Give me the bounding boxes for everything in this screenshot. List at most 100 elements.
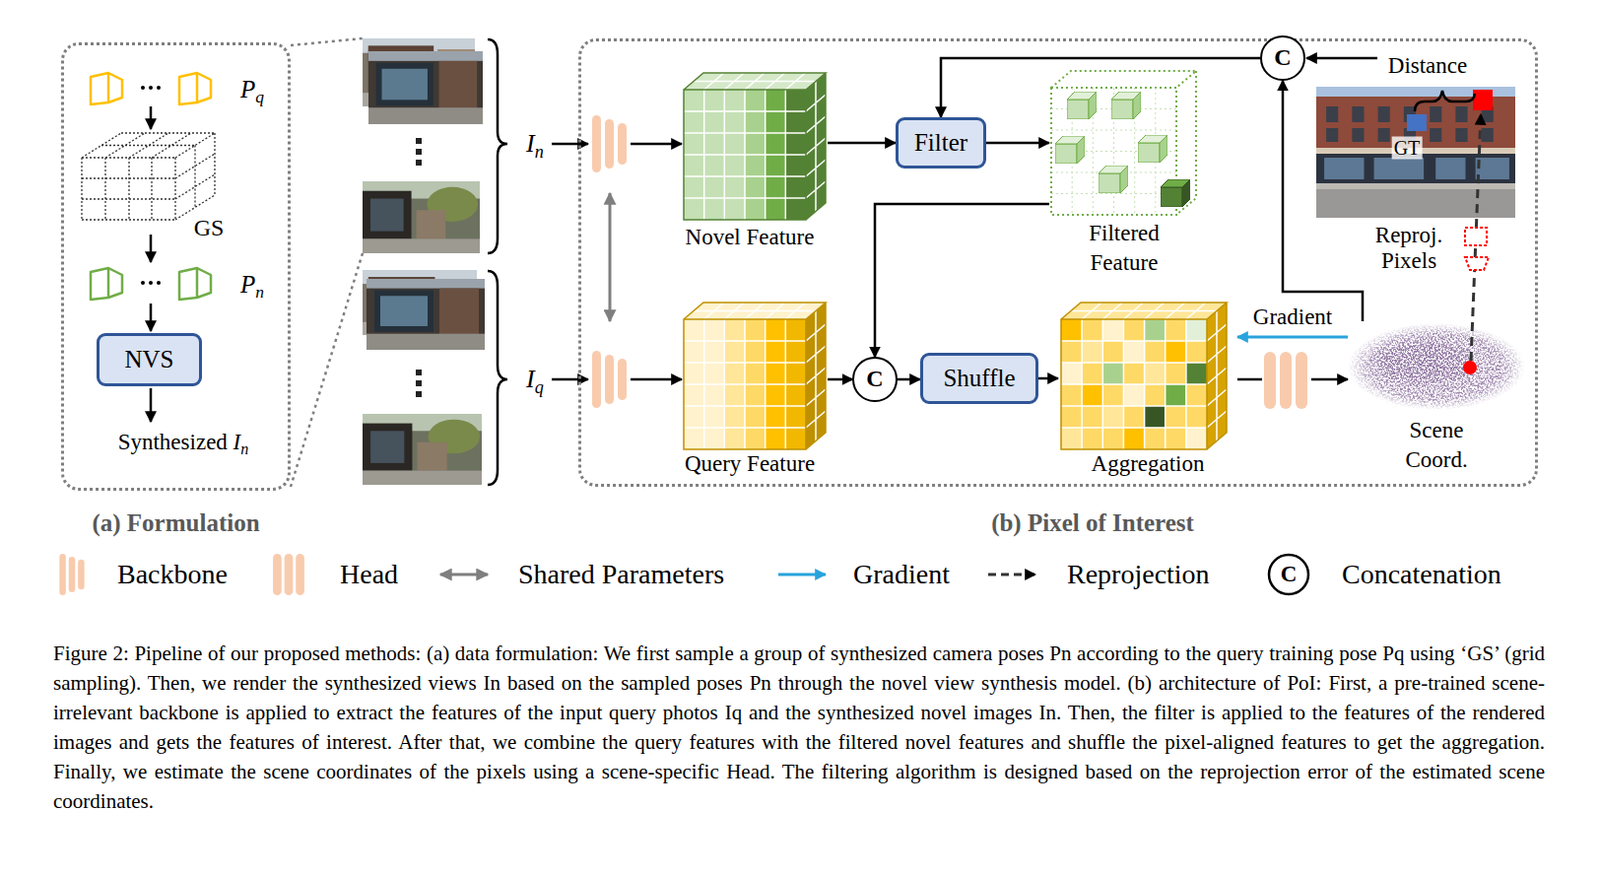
aggregation-cube-part xyxy=(1061,362,1082,385)
pose-label-box: Pq xyxy=(240,75,265,105)
nvs-box: NVS xyxy=(96,333,202,387)
node-label: C xyxy=(866,365,883,394)
aggregation-cube-part xyxy=(1186,319,1207,341)
concat-symbol-label: C xyxy=(1280,561,1298,588)
query-feature-cube xyxy=(683,302,826,450)
edge-label: Gradient xyxy=(1250,304,1335,331)
math-symbol: I xyxy=(233,429,242,455)
aggregation-cube-part xyxy=(1186,427,1207,450)
formulation-illustration-part xyxy=(156,85,161,90)
scene-coordinate-cloud-part xyxy=(1347,323,1526,410)
filtered-feature-cube-part xyxy=(1055,135,1085,164)
legend-item: Gradient xyxy=(853,558,950,591)
image-stacks-part xyxy=(368,51,483,125)
panel-title: (b) Pixel of Interest xyxy=(895,509,1290,537)
legend-label: Gradient xyxy=(853,558,950,591)
legend-label: Head xyxy=(339,558,399,591)
legend-item: Backbone xyxy=(117,558,228,591)
zoom-lines xyxy=(290,38,363,487)
street-photo-part xyxy=(1472,89,1493,111)
scene-coordinate-cloud-part xyxy=(1463,360,1477,375)
legend-samples-part xyxy=(440,573,488,577)
flow-arrow xyxy=(986,141,1050,145)
legend-item: Reprojection xyxy=(1066,558,1210,591)
grid-sampling-label-box: GS xyxy=(194,214,225,243)
image-set-label-box: In xyxy=(526,129,544,159)
aggregation-cube-part xyxy=(1061,302,1227,450)
figure-label: Scene Coord. xyxy=(1392,415,1481,475)
legend-item: Shared Parameters xyxy=(518,558,725,591)
aggregation-cube-part xyxy=(1061,302,1227,450)
image-stacks-part xyxy=(415,369,422,376)
legend-label: Shared Parameters xyxy=(518,558,725,591)
math-subscript: q xyxy=(255,86,265,107)
legend-samples-part xyxy=(272,553,305,596)
concat-circle: C xyxy=(1260,35,1305,80)
image-stacks-part xyxy=(415,391,422,398)
formulation-illustration-part xyxy=(149,388,153,422)
filtered-feature-cube-part xyxy=(1111,91,1141,120)
math-symbol: I xyxy=(526,364,535,394)
filtered-feature-cube-part xyxy=(1051,87,1177,215)
flow-arrow xyxy=(827,378,853,382)
novel-feature-cube-part xyxy=(683,72,826,220)
formulation-illustration-part xyxy=(149,106,153,130)
math-subscript: n xyxy=(255,281,265,302)
zoom-lines-part xyxy=(290,38,363,46)
aggregation-cube-part xyxy=(1144,405,1166,428)
formulation-illustration-part xyxy=(179,72,211,105)
aggregation-cube-part xyxy=(1081,340,1103,363)
panel-title: (a) Formulation xyxy=(64,509,288,537)
novel-feature-cube-part xyxy=(683,72,826,220)
aggregation-cube-part xyxy=(1081,384,1103,406)
caption-box: Figure 2: Pipeline of our proposed metho… xyxy=(53,638,1545,816)
filtered-feature-cube-part xyxy=(1098,165,1129,194)
backbones-part xyxy=(630,142,682,146)
figure-label: Novel Feature xyxy=(685,222,815,253)
aggregation-cube-part xyxy=(1061,427,1082,450)
image-stacks-part xyxy=(362,413,482,485)
math-symbol: P xyxy=(240,75,256,103)
image-stacks-part xyxy=(366,278,485,350)
formulation-illustration-part xyxy=(140,280,145,285)
scene-coord: Scene Coord. xyxy=(1347,321,1526,477)
formulation-illustration-part xyxy=(179,267,211,300)
backbones-part xyxy=(592,350,627,408)
novel-feature: Novel Feature xyxy=(671,70,828,255)
street-photo-part xyxy=(1406,114,1427,132)
math-symbol: P xyxy=(240,270,256,298)
legend-samples-part xyxy=(1268,554,1309,595)
aggregation: Aggregation xyxy=(1058,303,1238,481)
legend-label: Reprojection xyxy=(1066,558,1210,591)
street-photo xyxy=(1306,58,1516,218)
concat-symbol-label-box: C xyxy=(1280,561,1298,588)
aggregation-cube-part xyxy=(1123,384,1144,406)
formulation-illustration-part xyxy=(149,234,153,263)
formulation-illustration xyxy=(81,72,215,422)
legend-item: Concatenation xyxy=(1341,558,1502,591)
legend-samples-part xyxy=(59,553,84,596)
aggregation-cube-part xyxy=(1123,340,1144,363)
output-label-box: Synthesized In xyxy=(118,429,250,456)
figure-label: Query Feature xyxy=(684,449,815,479)
backbones-part xyxy=(630,378,682,382)
filtered-feature-cube-part xyxy=(1137,134,1168,163)
formulation-illustration-part xyxy=(140,85,145,90)
edge-label-box: Gradient xyxy=(1250,304,1335,331)
aggregation-cube xyxy=(1061,302,1227,450)
filtered-feature-cube-part xyxy=(1066,91,1097,120)
figure-label: Aggregation xyxy=(1091,449,1205,479)
image-stacks-part xyxy=(415,380,422,387)
math-subscript: n xyxy=(534,141,544,162)
query-feature: Query Feature xyxy=(671,303,828,481)
image-stacks-part xyxy=(415,159,422,166)
legend-samples-part xyxy=(778,573,826,577)
aggregation-cube-part xyxy=(1102,405,1124,428)
shuffle-box: Shuffle xyxy=(920,352,1039,404)
street-photo-part xyxy=(1306,57,1378,61)
filtered-feature-cube-part xyxy=(1051,70,1197,215)
formulation-illustration-part xyxy=(81,133,215,220)
reprojected-pixels-label: Reproj. Pixels xyxy=(1364,222,1454,275)
aggregation-cube-part xyxy=(1144,362,1166,385)
flow-arrow xyxy=(1038,377,1059,381)
